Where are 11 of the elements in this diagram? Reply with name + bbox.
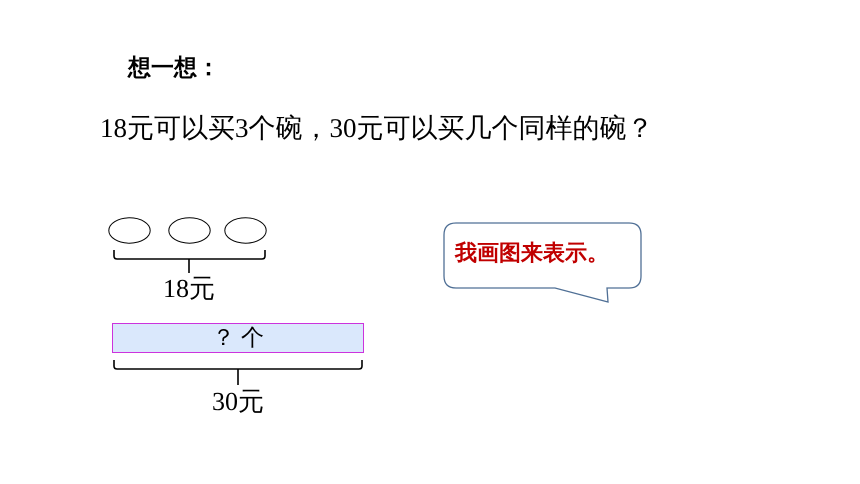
amount-label: 30元 [212, 389, 264, 415]
question-text: 18元可以买3个碗，30元可以买几个同样的碗？ [100, 114, 654, 144]
quantity-bar [112, 323, 364, 353]
oval [224, 217, 267, 244]
oval [168, 217, 211, 244]
bubble-text: 我画图来表示。 [455, 241, 609, 266]
oval [108, 217, 151, 244]
speech-bubble [443, 222, 642, 303]
heading-text: 想一想： [128, 55, 220, 80]
amount-label: 18元 [163, 276, 215, 302]
bar-text: ？ 个 [212, 325, 264, 351]
